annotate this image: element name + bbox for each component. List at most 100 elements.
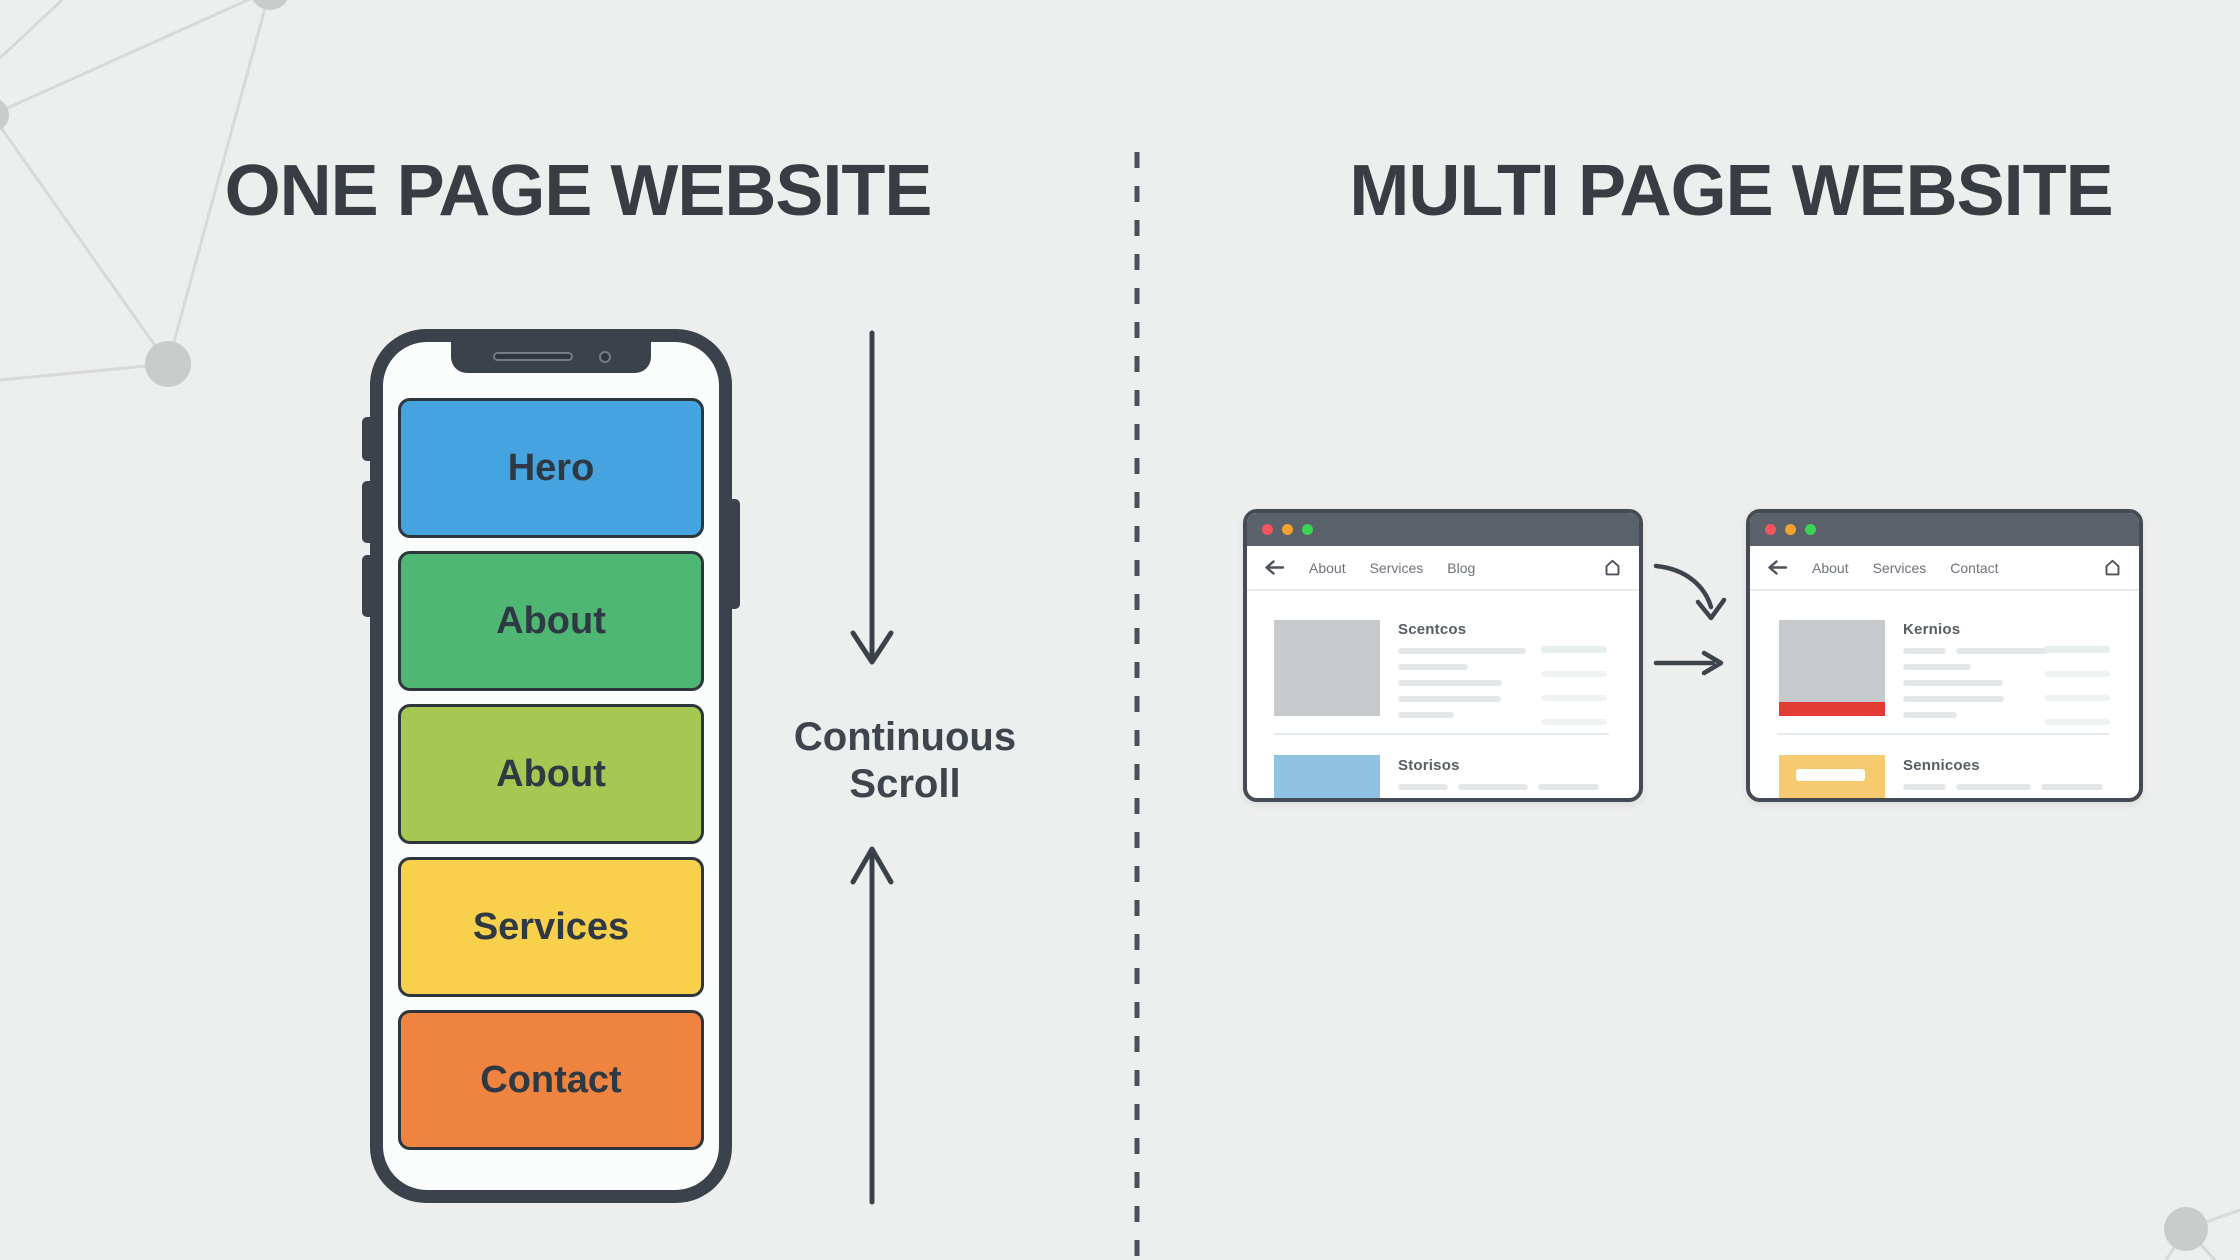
row-divider (1274, 733, 1609, 735)
nav-item-contact: Contact (1950, 559, 1999, 576)
traffic-light-red-icon (1262, 524, 1273, 535)
section-label: Services (472, 905, 630, 948)
nav-item-about: About (1309, 559, 1346, 576)
section-label: Hero (507, 446, 595, 489)
continuous-scroll-caption: Continuous Scroll (770, 714, 1040, 808)
text-line (2044, 670, 2110, 677)
text-line (1398, 711, 1454, 718)
dashed-divider (1134, 152, 1140, 1260)
image-placeholder-amber (1779, 755, 1885, 798)
article-block-2: Storisos (1398, 757, 1599, 803)
caption-line-2: Scroll (849, 762, 961, 807)
browser-content: Kernios Sennicoes (1750, 591, 2139, 803)
faint-text-column (1541, 646, 1607, 725)
traffic-light-orange-icon (1785, 524, 1796, 535)
phone-screen: Hero About About Services Contact (383, 342, 719, 1190)
text-line-row (1398, 783, 1599, 790)
back-arrow-icon (1768, 560, 1788, 575)
browser-window-1: About Services Blog Scentcos (1243, 509, 1643, 802)
article-block-2: Sennicoes (1903, 757, 2103, 803)
article-block-1: Scentcos (1398, 621, 1526, 718)
text-line (1398, 663, 1468, 670)
text-line (1903, 783, 1946, 790)
phone-section-about-1: About (398, 551, 704, 691)
straight-right-arrow-icon (1653, 650, 1724, 676)
white-bar (1796, 769, 1865, 781)
caption-line-1: Continuous (793, 715, 1017, 759)
text-line (1398, 783, 1448, 790)
article-heading: Sennicoes (1903, 757, 1980, 774)
article-heading: Scentcos (1398, 621, 1467, 638)
phone-notch (451, 342, 651, 373)
text-line-row (1903, 783, 2103, 790)
text-line-row (1903, 647, 2048, 654)
traffic-light-green-icon (1302, 524, 1313, 535)
phone-side-button (362, 481, 371, 543)
article-heading: Storisos (1398, 757, 1460, 774)
section-label: Contact (480, 1058, 622, 1101)
faint-text-column (2044, 646, 2110, 725)
text-line (1903, 679, 2003, 686)
browser-titlebar (1247, 513, 1639, 546)
traffic-light-orange-icon (1282, 524, 1293, 535)
browser-navbar: About Services Contact (1750, 546, 2139, 591)
nav-item-services: Services (1369, 559, 1424, 576)
nav-item-blog: Blog (1447, 559, 1476, 576)
phone-section-contact: Contact (398, 1010, 704, 1150)
text-line (1903, 800, 1953, 803)
traffic-light-red-icon (1765, 524, 1776, 535)
nav-item-services: Services (1872, 559, 1927, 576)
home-icon (2105, 559, 2120, 576)
back-arrow-icon (1265, 560, 1285, 575)
flow-arrows (1653, 563, 1727, 676)
phone-section-about-2: About (398, 704, 704, 844)
text-line (1538, 783, 1599, 790)
phone-section-hero: Hero (398, 398, 704, 538)
text-line (1398, 800, 1465, 803)
phone-side-button (362, 417, 371, 461)
one-page-title: ONE PAGE WEBSITE (224, 151, 933, 231)
image-placeholder (1779, 620, 1885, 716)
multi-page-title: MULTI PAGE WEBSITE (1349, 151, 2113, 231)
text-line (1956, 783, 2031, 790)
text-line (2044, 646, 2110, 653)
text-line (1903, 647, 1946, 654)
browser-titlebar (1750, 513, 2139, 546)
text-line (1398, 647, 1526, 654)
text-line (1903, 695, 2004, 702)
text-line (1541, 718, 1607, 725)
text-line (1541, 694, 1607, 701)
phone-section-services: Services (398, 857, 704, 997)
text-line (1398, 695, 1501, 702)
text-line (2041, 783, 2103, 790)
browser-content: Scentcos Storisos (1247, 591, 1639, 803)
text-line (2044, 694, 2110, 701)
curved-down-arrow-icon (1653, 563, 1727, 621)
text-line (1903, 711, 1957, 718)
section-label: About (496, 752, 606, 795)
article-block-1: Kernios (1903, 621, 2048, 718)
article-heading: Kernios (1903, 621, 1961, 638)
image-placeholder (1274, 620, 1380, 716)
image-placeholder-blue (1274, 755, 1380, 798)
phone-mockup: Hero About About Services Contact (362, 329, 740, 1203)
text-line (1541, 646, 1607, 653)
browser-window-2: About Services Contact Kernios (1746, 509, 2143, 802)
text-line (1398, 679, 1502, 686)
phone-speaker (493, 352, 573, 361)
scroll-up-arrow-icon (850, 846, 894, 1205)
row-divider (1777, 733, 2109, 735)
text-line (1956, 647, 2048, 654)
phone-side-button (362, 555, 371, 617)
text-line (1903, 663, 1971, 670)
red-accent-strip (1779, 702, 1885, 716)
traffic-light-green-icon (1805, 524, 1816, 535)
text-line (1458, 783, 1528, 790)
scroll-down-arrow-icon (850, 330, 894, 665)
phone-camera-dot (599, 351, 611, 363)
browser-navbar: About Services Blog (1247, 546, 1639, 591)
section-label: About (496, 599, 606, 642)
text-line (2044, 718, 2110, 725)
